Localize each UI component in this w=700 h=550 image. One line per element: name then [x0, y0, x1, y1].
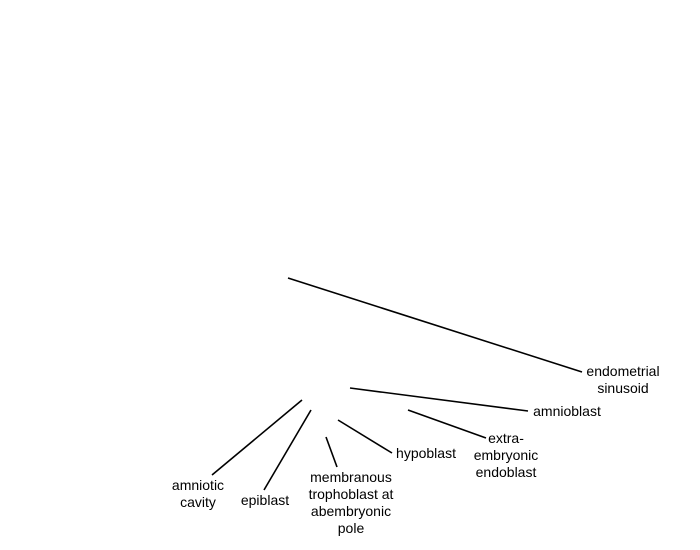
leader-line-extra-embryonic-endoblast	[407, 409, 487, 439]
label-endometrial-sinusoid: endometrial sinusoid	[586, 363, 660, 396]
leader-line-amnioblast	[349, 387, 529, 412]
leader-line-membranous-trophoblast	[325, 436, 338, 468]
leader-line-amniotic-cavity	[211, 399, 303, 476]
label-extra-embryonic-endoblast: extra- embryonic endoblast	[473, 430, 539, 480]
leader-line-epiblast	[263, 409, 312, 491]
label-amniotic-cavity: amniotic cavity	[171, 477, 225, 510]
label-epiblast: epiblast	[240, 492, 290, 508]
label-membranous-trophoblast: membranous trophoblast at abembryonic po…	[308, 469, 394, 536]
label-hypoblast: hypoblast	[396, 445, 456, 461]
leader-line-hypoblast	[337, 419, 393, 454]
leader-line-endometrial-sinusoid	[287, 277, 583, 373]
label-amnioblast: amnioblast	[533, 403, 601, 419]
